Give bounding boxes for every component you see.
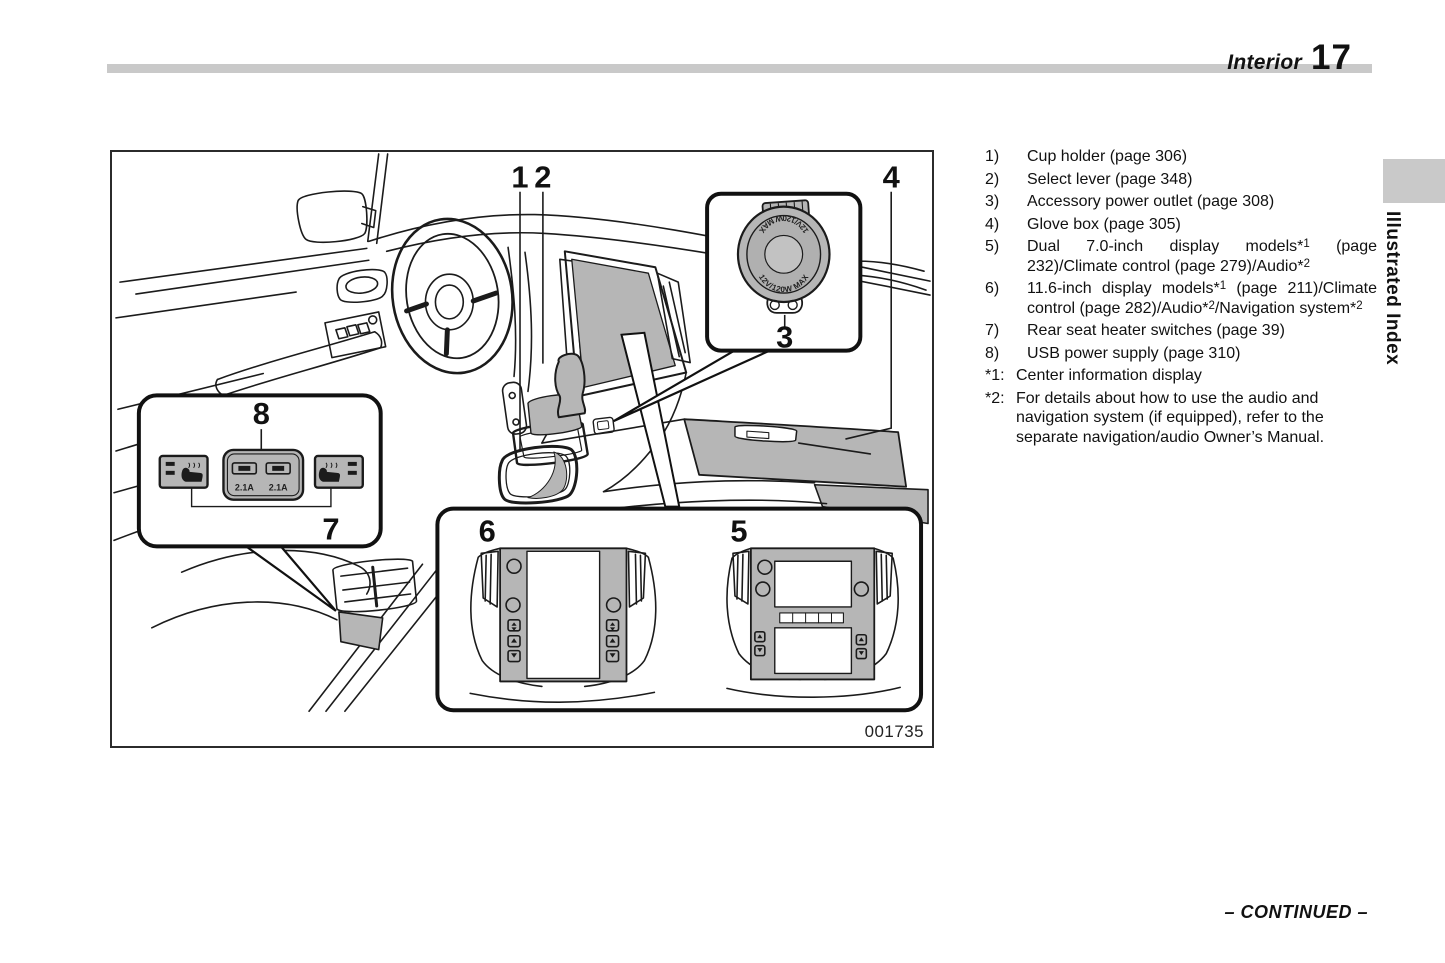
legend-item-4: 4) Glove box (page 305) <box>985 215 1377 235</box>
callout-1: 1 <box>511 160 528 195</box>
select-lever <box>511 352 615 467</box>
rear-console <box>332 558 418 651</box>
legend-item-6: 6) 11.6-inch display models*1 (page 211)… <box>985 279 1377 318</box>
display-callout-wedge <box>620 331 681 508</box>
legend-item-number: 4) <box>985 215 1000 233</box>
footnote-text: For details about how to use the audio a… <box>1016 389 1325 446</box>
callout-line-4 <box>845 191 892 440</box>
legend-item-text: Cup holder (page 306) <box>1027 148 1188 165</box>
power-outlet-inset: 12V/120W MAX 12V/120W MAX 3 <box>613 191 863 423</box>
continued-label: – CONTINUED – <box>1224 902 1368 922</box>
legend-item-8: 8) USB power supply (page 310) <box>985 344 1377 364</box>
footnote-ref: 2 <box>1208 299 1215 312</box>
interior-illustration: 1 2 4 <box>113 153 931 741</box>
legend-item-5: 5) Dual 7.0-inch display models*1 (page … <box>985 237 1377 276</box>
callout-5: 5 <box>730 513 747 548</box>
section-tab <box>1383 159 1445 203</box>
seat-heater-icon <box>181 467 203 482</box>
figure-code: 001735 <box>865 722 924 741</box>
legend-item-number: 8) <box>985 344 1000 362</box>
usb-amp-label: 2.1A <box>235 483 254 493</box>
legend-item-1: 1) Cup holder (page 306) <box>985 147 1377 167</box>
callout-6: 6 <box>479 513 496 548</box>
side-mirror <box>296 190 377 244</box>
section-title: Interior <box>1227 51 1302 74</box>
usb-amp-label: 2.1A <box>269 483 288 493</box>
callout-labels: 1 2 4 <box>511 160 899 195</box>
callout-7: 7 <box>322 511 339 546</box>
arrow-button-icons <box>511 622 616 658</box>
legend-item-7: 7) Rear seat heater switches (page 39) <box>985 321 1377 341</box>
legend-item-number: 5) <box>985 238 1000 255</box>
footnote-2: *2: For details about how to use the aud… <box>985 389 1377 448</box>
outlet-cap: 12V/120W MAX 12V/120W MAX <box>736 199 831 314</box>
footnote-ref: 1 <box>1303 238 1310 250</box>
callout-2: 2 <box>534 160 551 195</box>
legend-item-text: 11.6-inch display models*1 (page 211)/Cl… <box>1027 280 1377 317</box>
usb-port-icon <box>231 462 258 475</box>
legend-item-number: 1) <box>985 148 1000 165</box>
heater-inset: 8 2.1A 2.1A <box>136 393 383 612</box>
usb-panel: 2.1A 2.1A <box>222 448 305 501</box>
callout-8: 8 <box>253 396 270 431</box>
display-dual-7-inch <box>726 547 901 698</box>
glove-box <box>541 418 929 525</box>
section-tab-label: Illustrated Index <box>1382 211 1403 366</box>
footnote-ref: 2 <box>1303 257 1311 270</box>
legend-list: 1) Cup holder (page 306) 2) Select lever… <box>985 147 1377 450</box>
legend-item-text: USB power supply (page 310) <box>1027 344 1241 362</box>
legend-item-number: 3) <box>985 193 1000 210</box>
cup-holder <box>497 444 579 505</box>
legend-item-number: 2) <box>985 170 1000 188</box>
callout-lines <box>519 191 892 451</box>
legend-item-text: Rear seat heater switches (page 39) <box>1027 322 1285 339</box>
legend-item-text: Select lever (page 348) <box>1027 170 1193 188</box>
display-11-inch <box>469 547 657 703</box>
steering-wheel <box>390 217 514 375</box>
footnote-1: *1: Center information display <box>985 366 1377 386</box>
legend-item-text: Dual 7.0-inch display models*1 (page 232… <box>1027 238 1377 275</box>
header-rule <box>107 64 1372 73</box>
instrument-panel-trim <box>501 246 533 435</box>
legend-item-number: 7) <box>985 322 1000 339</box>
seat-heater-icon <box>318 467 341 482</box>
seat-heater-switch-right <box>313 454 364 489</box>
footnote-text: Center information display <box>1016 367 1202 384</box>
legend-item-number: 6) <box>985 280 1000 297</box>
figure-frame: 1 2 4 <box>110 150 934 748</box>
footnote-marker: *2: <box>985 389 1005 407</box>
legend-item-3: 3) Accessory power outlet (page 308) <box>985 192 1377 212</box>
legend-item-text: Accessory power outlet (page 308) <box>1027 193 1275 210</box>
footnote-ref: 1 <box>1219 280 1227 292</box>
callout-4: 4 <box>883 160 900 195</box>
page-number: 17 <box>1311 38 1352 77</box>
legend-item-2: 2) Select lever (page 348) <box>985 170 1377 190</box>
seat-heater-switch-left <box>158 454 209 489</box>
arrow-button-icons <box>757 634 864 656</box>
callout-3: 3 <box>776 320 793 355</box>
footnote-ref: 2 <box>1356 299 1363 312</box>
display-inset: 6 5 <box>435 506 924 713</box>
usb-port-icon <box>265 462 291 475</box>
footnote-marker: *1: <box>985 367 1005 384</box>
legend-item-text: Glove box (page 305) <box>1027 215 1181 233</box>
